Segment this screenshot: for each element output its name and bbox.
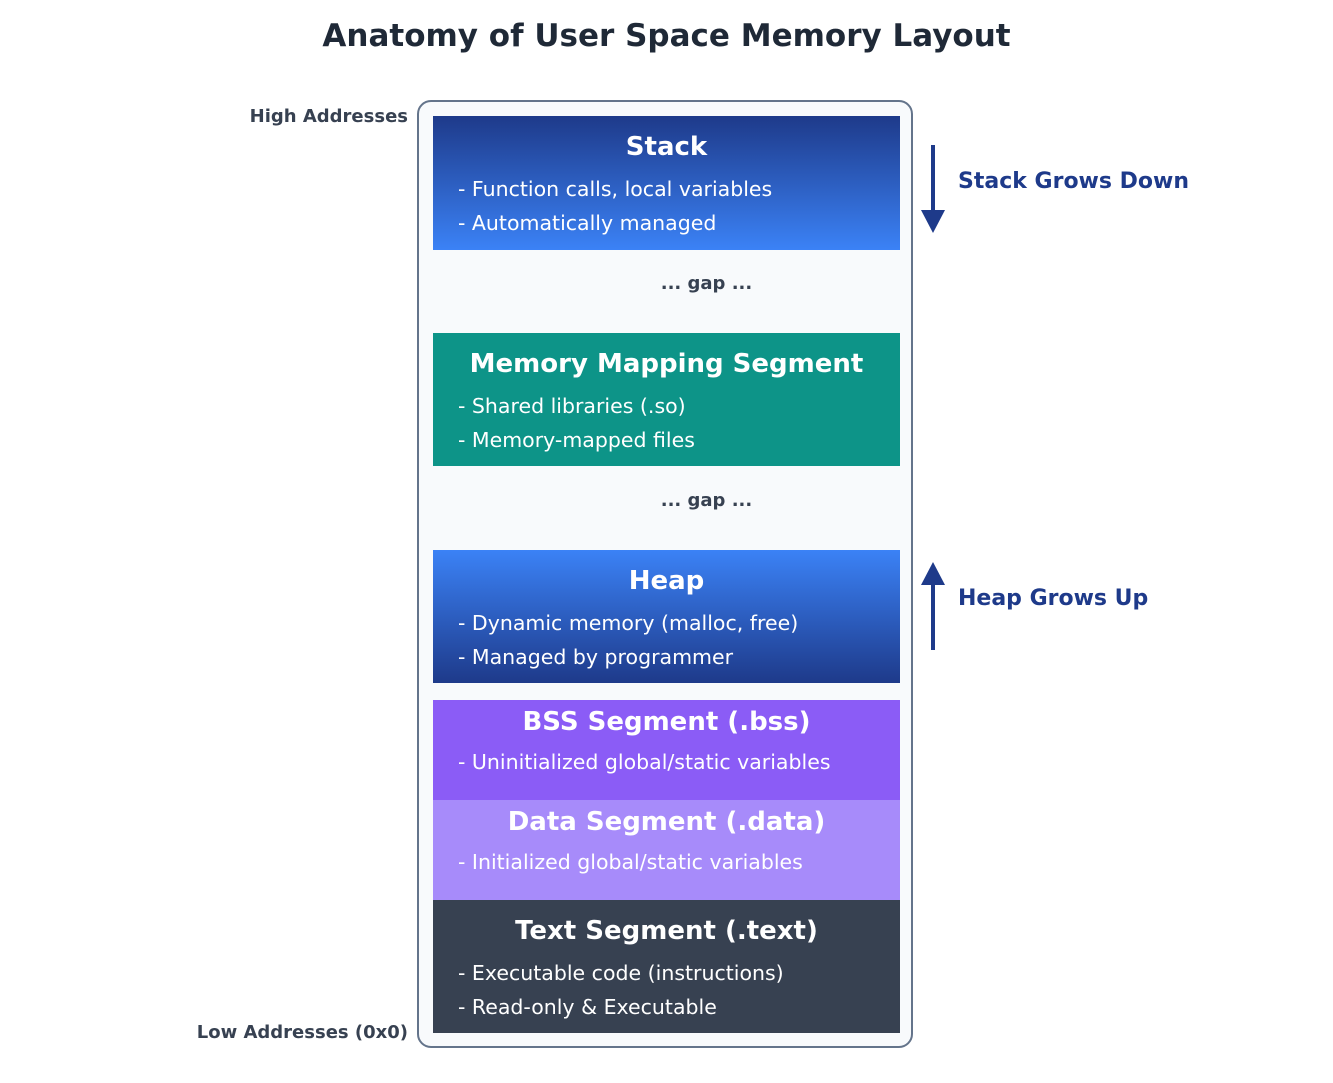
gap-label: ... gap ... [660,490,753,511]
arrow-up-icon [921,562,945,650]
heap-grows-up-label: Heap Grows Up [958,586,1149,611]
diagram-title: Anatomy of User Space Memory Layout [322,18,1011,54]
gap-label: ... gap ... [660,273,753,294]
text-segment-line: - Executable code (instructions) [458,961,784,985]
low-addresses-label: Low Addresses (0x0) [196,1022,408,1043]
stack-segment-line: - Automatically managed [458,211,717,235]
data-segment-line: - Initialized global/static variables [458,850,803,874]
heap-segment-line: - Managed by programmer [458,645,734,669]
stack-segment-title: Stack [625,132,708,162]
text-segment-line: - Read-only & Executable [458,995,717,1019]
heap-segment-title: Heap [628,566,705,596]
arrow-down-icon [921,145,945,233]
data-segment-title: Data Segment (.data) [507,807,826,837]
stack-grows-down-label: Stack Grows Down [958,169,1189,194]
memory-mapping-segment-line: - Memory-mapped files [458,428,695,452]
stack-segment: Stack - Function calls, local variables … [433,116,900,250]
memory-mapping-segment-title: Memory Mapping Segment [469,349,864,379]
high-addresses-label: High Addresses [249,106,408,127]
heap-segment: Heap - Dynamic memory (malloc, free) - M… [433,550,900,683]
stack-segment-line: - Function calls, local variables [458,177,773,201]
bss-segment-line: - Uninitialized global/static variables [458,750,831,774]
text-segment: Text Segment (.text) - Executable code (… [433,900,900,1033]
memory-mapping-segment: Memory Mapping Segment - Shared librarie… [433,333,900,466]
bss-segment: BSS Segment (.bss) - Uninitialized globa… [433,700,900,800]
text-segment-title: Text Segment (.text) [515,916,818,946]
heap-segment-line: - Dynamic memory (malloc, free) [458,611,799,635]
memory-mapping-segment-line: - Shared libraries (.so) [458,394,686,418]
data-segment: Data Segment (.data) - Initialized globa… [433,800,900,900]
bss-segment-title: BSS Segment (.bss) [522,707,811,737]
